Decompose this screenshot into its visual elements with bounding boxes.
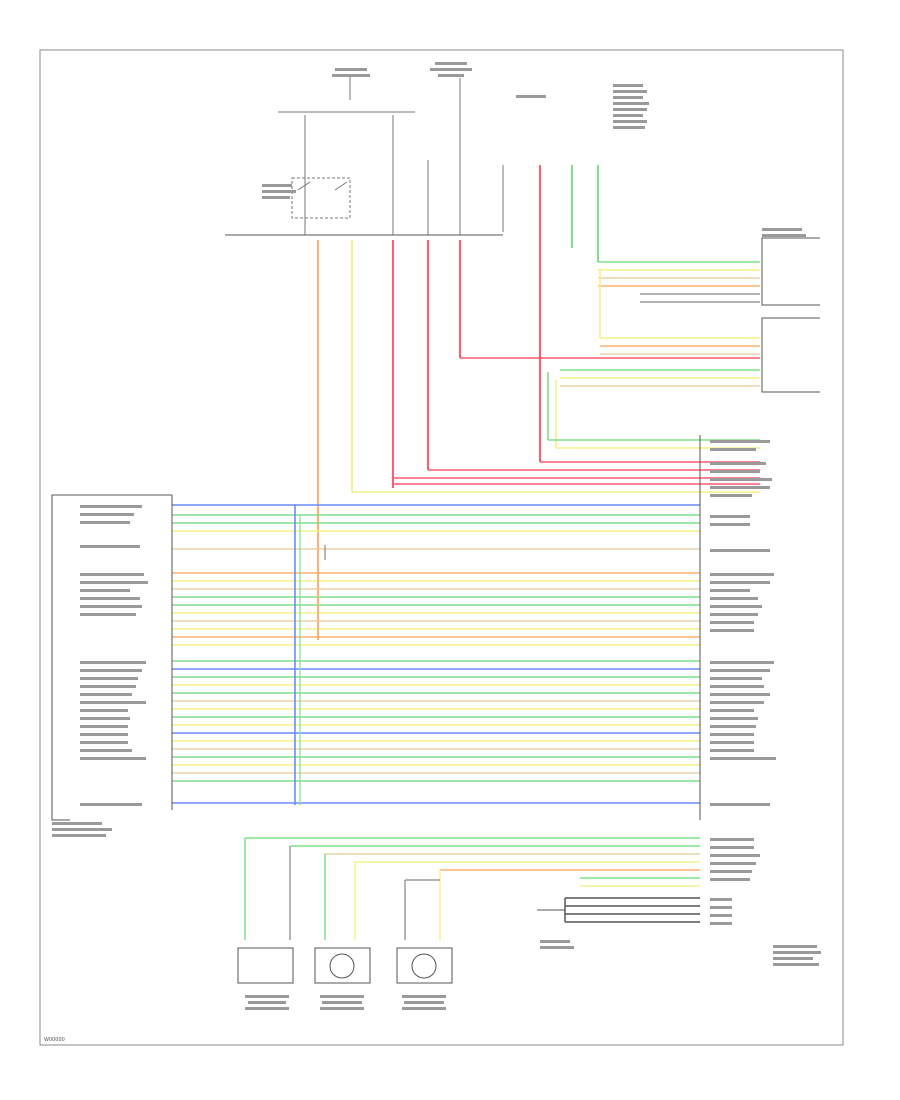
left-harness-labels <box>52 505 148 837</box>
bottom-harness <box>244 837 700 940</box>
pressure-sensor-icon <box>237 947 294 984</box>
sensor-components <box>237 909 565 984</box>
harness-drops <box>317 540 326 640</box>
bottom-labels <box>245 838 821 1010</box>
left-main-connector <box>51 494 173 821</box>
vertical-wires-middle <box>547 270 760 449</box>
power-distribution-area <box>225 75 504 236</box>
header-labels <box>262 62 806 237</box>
diagram-watermark: W00000 <box>44 1037 65 1043</box>
vertical-wires-top <box>317 165 599 640</box>
right-upper-connector <box>560 261 760 387</box>
right-harness-labels <box>710 440 776 806</box>
diagram-frame <box>39 49 844 1046</box>
speed-sensor-1-icon <box>314 947 371 984</box>
speed-sensor-2-icon <box>396 947 453 984</box>
relay-switch-icon <box>291 177 351 219</box>
main-harness <box>172 504 700 804</box>
red-wire-routing <box>393 357 760 485</box>
right-upper-connector-bracket <box>761 237 820 393</box>
